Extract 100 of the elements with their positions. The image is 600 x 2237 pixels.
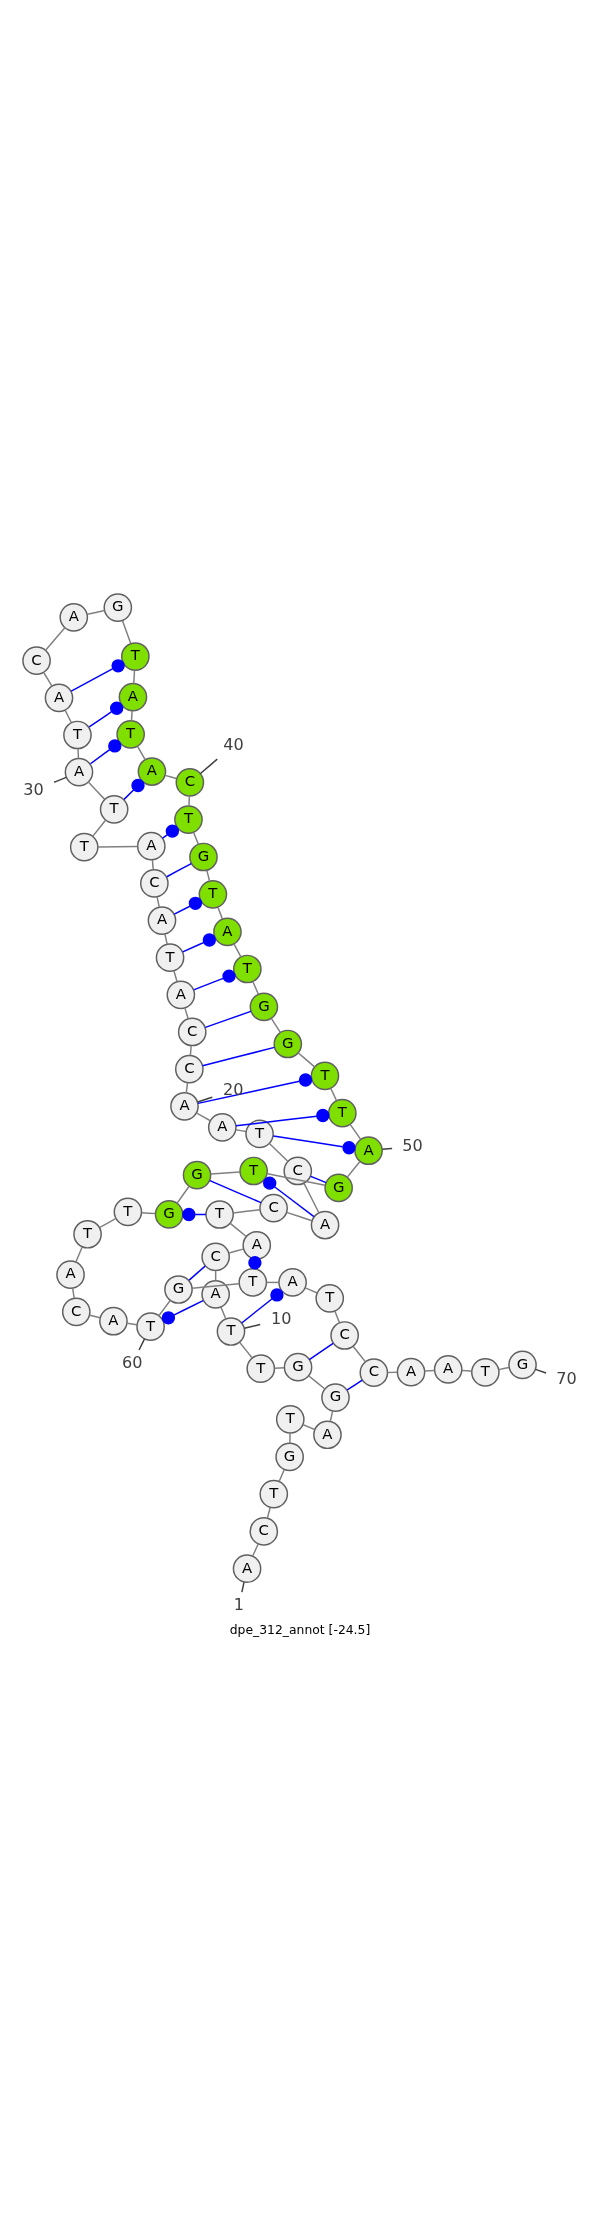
node-circle: T [63,720,92,750]
node-circle: A [433,1355,463,1384]
connector [75,1246,83,1263]
connector [166,862,192,878]
node-text: 50 [402,1135,423,1155]
node-circle: T [238,1268,268,1297]
connector [308,1375,326,1390]
connector [263,1176,315,1218]
connector [70,659,125,692]
connector [266,1173,326,1186]
connector [188,1265,206,1281]
node-circle: C [175,768,205,797]
connector [188,795,191,807]
connector [285,1211,313,1222]
node-circle: A [396,1357,426,1387]
node-circle: G [321,1383,350,1412]
connector [461,1369,473,1372]
connector [229,1222,247,1238]
node-circle: A [310,1210,340,1240]
node-circle: A [56,1260,85,1289]
node-circle: T [121,642,150,671]
connector [141,1212,156,1215]
node-circle: A [201,1280,230,1309]
connector [97,845,139,848]
connector [235,1129,247,1133]
connector [346,1379,363,1391]
node-circle: A [213,917,242,947]
connector [302,1424,316,1431]
connector [164,933,168,945]
connector [235,1108,330,1127]
connector [197,1073,313,1105]
node-circle: T [259,1479,289,1509]
node-circle: G [508,1350,537,1380]
node-circle: C [259,1193,288,1223]
connector [228,1248,244,1254]
connector [161,1299,204,1325]
connector [121,619,132,645]
node-circle: T [174,805,203,834]
node-circle: C [175,1054,204,1084]
connector [156,896,160,908]
node-circle: T [239,1156,268,1186]
connector [268,1142,289,1162]
node-circle: T [116,719,145,749]
connector [252,981,260,995]
node-circle: A [207,1113,237,1142]
node-circle: A [99,1306,128,1336]
connector [210,1171,241,1175]
connector [334,1310,341,1324]
connector [192,969,236,991]
node-circle: G [182,1160,212,1190]
node-circle: G [154,1200,184,1229]
connector [130,710,133,722]
node-circle: G [273,1029,303,1059]
node-circle: G [283,1352,313,1382]
node-circle: C [177,1017,207,1047]
connector [424,1369,436,1372]
node-circle: T [198,880,228,909]
connector [297,1052,315,1068]
connector [123,778,145,801]
connector [161,824,180,839]
node-circle: A [232,1554,262,1584]
connector [217,906,224,920]
connector [220,1306,227,1320]
connector [192,831,200,846]
connector [352,1345,366,1363]
connector [138,1338,146,1351]
node-circle: T [233,954,262,984]
connector [173,970,178,983]
node-circle: A [64,757,94,787]
node-circle: A [354,1136,383,1166]
connector [88,781,106,800]
connector [184,1007,189,1020]
connector [240,1288,284,1324]
node-circle: C [283,1156,313,1186]
connector [88,701,124,728]
connector [189,1044,192,1057]
connector [304,1287,318,1294]
node-circle: C [330,1321,359,1350]
node-circle: A [166,980,196,1010]
connector [289,1432,291,1444]
connector [346,1160,361,1178]
connector [278,1468,285,1483]
node-circle: T [136,1312,165,1342]
connector [86,609,106,616]
connector [191,1283,240,1289]
connector [151,859,154,871]
connector [498,1366,510,1371]
connector [252,1543,259,1557]
connector [99,1217,117,1229]
node-circle: C [359,1358,389,1387]
node-circle: A [118,682,148,712]
node-text: 40 [223,734,244,754]
node-circle: A [278,1268,307,1297]
connector [201,1046,276,1067]
connector [176,1185,190,1204]
connector [273,1367,285,1369]
connector [243,1323,261,1330]
node-circle: T [275,1405,305,1434]
node-circle: T [327,1098,357,1128]
node-circle: T [205,1200,234,1229]
